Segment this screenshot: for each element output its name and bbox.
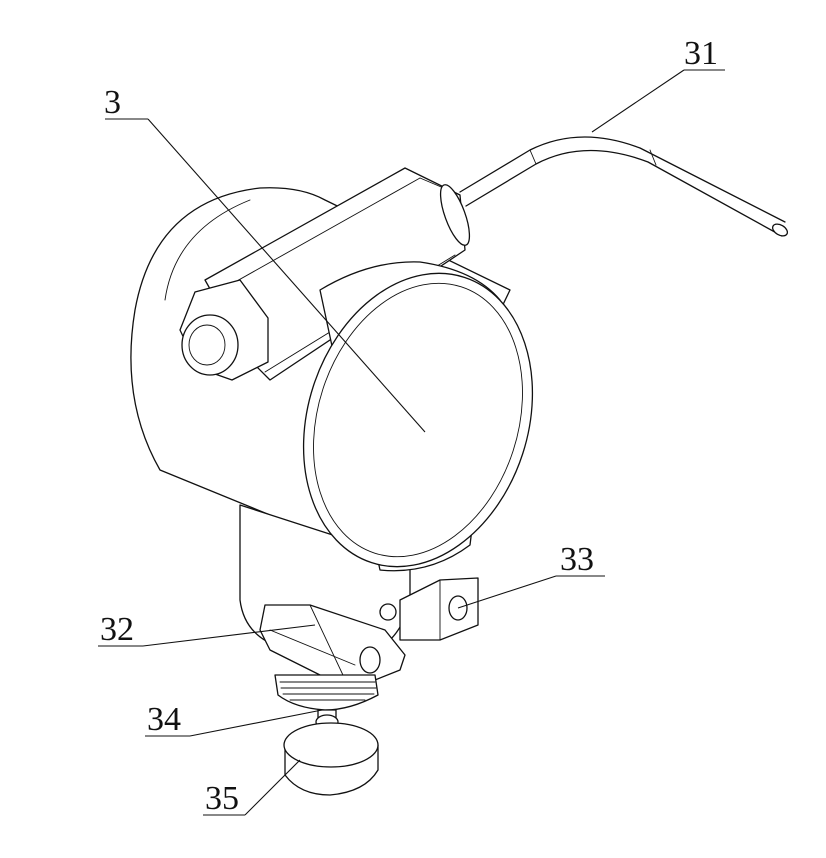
label-3: 3 <box>104 84 121 121</box>
label-35: 35 <box>205 780 239 817</box>
label-31: 31 <box>684 35 718 72</box>
clamp-block <box>259 604 406 691</box>
label-33: 33 <box>560 541 594 578</box>
cable <box>459 136 789 237</box>
label-32: 32 <box>100 611 134 648</box>
leaders <box>98 69 725 816</box>
label-34: 34 <box>147 701 181 738</box>
front-cover <box>302 261 534 572</box>
thread <box>274 674 379 730</box>
probe <box>283 722 379 796</box>
hex-nut <box>179 279 269 381</box>
